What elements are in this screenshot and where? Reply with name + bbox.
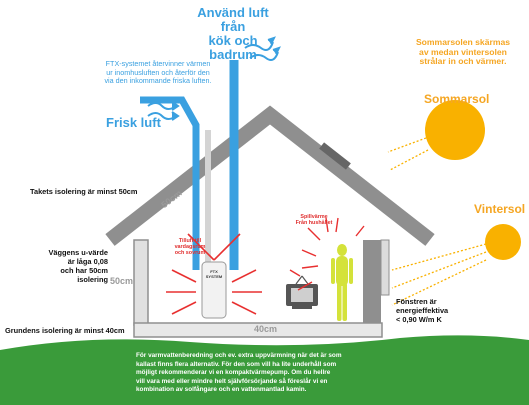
supply-air-label: Tilluft till vardagsrum och sovrum [170, 238, 210, 257]
ftx-description-line: via den inkommande friska luften. [104, 76, 212, 86]
foundation-label: Grundens isolering är minst 40cm [5, 326, 125, 335]
supply-air-line: vardagsrum [174, 244, 206, 251]
exhaust-arrows [244, 36, 281, 61]
supply-air-line: Tilluft till [178, 238, 202, 244]
wall-label-line: isolering [77, 275, 108, 284]
roof-outline [105, 105, 435, 246]
summer-note-line: Sommarsolen skärmas [415, 37, 511, 47]
summer-sun-label: Sommarsol [424, 92, 490, 106]
exhaust-title-line: kök och badrum [208, 33, 258, 62]
footer-description: För varmvattenberedning och ev. extra up… [136, 352, 406, 395]
supply-heat-arrows [166, 233, 262, 315]
fresh-air-arrows [147, 101, 180, 121]
ftx-unit-line: FTX [210, 269, 218, 274]
window-label-line: Fönstren är [396, 297, 437, 306]
window-label-line: < 0,90 W/m K [396, 315, 442, 324]
winter-sun [485, 224, 521, 260]
roof-insulation-label: Takets isolering är minst 50cm [30, 187, 138, 196]
summer-note: Sommarsolen skärmas av medan vintersolen… [404, 37, 522, 67]
footer-line: För varmvattenberedning och ev. extra up… [136, 352, 342, 359]
ftx-description-line: ur inomhusluften och återför den [106, 67, 210, 77]
wall-dimension: 50cm [110, 276, 134, 286]
ftx-unit-label: FTX SYSTEM [202, 269, 226, 279]
exhaust-air-title: Använd luft från kök och badrum [188, 6, 278, 62]
window [380, 239, 390, 296]
summer-note-line: av medan vintersolen [419, 46, 507, 57]
wall-label-line: är låga 0,08 [67, 257, 108, 266]
footer-line: vill vara med eller mindre helt självför… [136, 377, 328, 385]
sun-rays [387, 137, 487, 306]
footer-line: möjligt rekommenderar vi en kompaktvärme… [136, 369, 331, 377]
left-wall [133, 239, 149, 326]
right-wall [363, 240, 381, 325]
wall-label-line: Väggens u-värde [48, 248, 108, 257]
footer-line: kombination av solfångare och en vattenm… [136, 386, 307, 394]
waste-heat-line: Spillvärme [300, 214, 328, 220]
waste-heat-arrows [289, 217, 365, 291]
ftx-description-line: FTX-systemet återvinner värmen [105, 59, 211, 68]
summer-note-line: strålar in och värmer. [419, 56, 507, 67]
wall-label-line: och har 50cm [60, 266, 108, 275]
solar-panel [319, 142, 351, 170]
exhaust-title-line: Använd luft från [197, 5, 269, 34]
grass-ground [0, 335, 529, 405]
ftx-description: FTX-systemet återvinner värmen ur inomhu… [94, 59, 222, 86]
ftx-unit-box [201, 261, 227, 319]
fresh-air-label: Frisk luft [106, 115, 161, 130]
floor-dimension: 40cm [254, 324, 278, 334]
window-label: Fönstren är energieffektiva < 0,90 W/m K [396, 297, 466, 324]
waste-heat-line: Från hushållet [295, 220, 333, 227]
ftx-unit-line: SYSTEM [205, 274, 223, 279]
person-figure [331, 244, 353, 321]
window-label-line: energieffektiva [396, 306, 449, 315]
floor-slab [133, 322, 383, 338]
footer-line: kallast finns flera alternativ. För den … [136, 360, 337, 368]
winter-sun-label: Vintersol [474, 202, 526, 216]
summer-sun [425, 100, 485, 160]
wall-label: Väggens u-värde är låga 0,08 och har 50c… [36, 248, 108, 284]
waste-heat-label: Spillvärme Från hushållet [292, 214, 336, 226]
supply-air-line: och sovrum [174, 250, 206, 257]
supply-duct [140, 96, 200, 270]
